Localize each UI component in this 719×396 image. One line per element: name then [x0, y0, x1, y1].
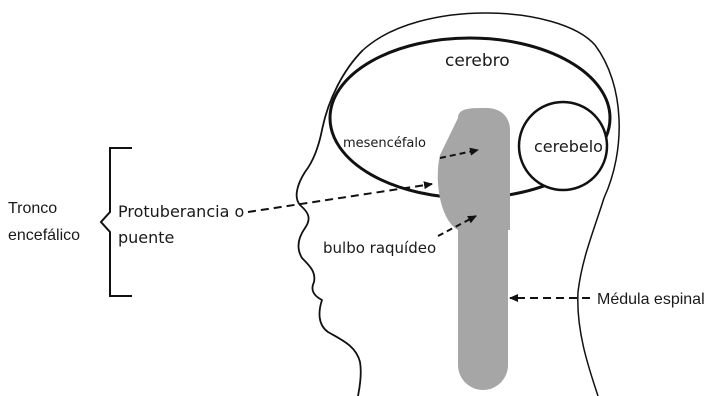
arrow-bulbo	[437, 215, 477, 237]
brainstem-bracket	[99, 147, 132, 297]
label-tronco-line1: Tronco	[8, 200, 57, 217]
label-cerebro: cerebro	[445, 51, 510, 71]
label-bulbo: bulbo raquídeo	[323, 239, 436, 257]
label-mesencefalo: mesencéfalo	[343, 136, 426, 151]
label-cerebelo: cerebelo	[534, 137, 603, 156]
arrow-protuberancia	[247, 181, 433, 213]
cerebellum-outline	[517, 100, 609, 192]
label-protuberancia-line2: puente	[118, 228, 174, 247]
label-medula: Médula espinal	[597, 291, 705, 308]
head-outline	[295, 49, 364, 396]
head-back-outline	[362, 12, 620, 396]
arrow-mesencefalo	[439, 147, 479, 159]
brainstem-spinal-cord	[437, 108, 510, 390]
label-protuberancia-line1: Protuberancia o	[118, 202, 244, 221]
label-tronco-line2: encefálico	[8, 227, 80, 244]
